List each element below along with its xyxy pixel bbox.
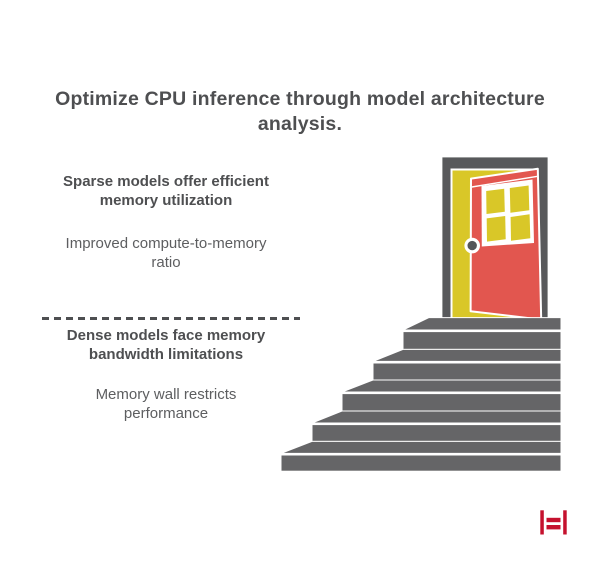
logo-equals-bottom-bar <box>546 525 561 530</box>
stair-riser-1 <box>402 331 562 350</box>
page-title: Optimize CPU inference through model arc… <box>30 87 570 137</box>
dense-models-heading: Dense models face memory bandwidth limit… <box>28 327 304 364</box>
dense-models-body-line-2: performance <box>123 404 209 422</box>
window-pane-top-right <box>509 185 530 213</box>
dense-models-body: Memory wall restricts performance <box>28 386 304 423</box>
dense-models-heading-line-1: Dense models face memory <box>66 327 266 344</box>
brand-logo-icon <box>540 510 567 535</box>
logo-left-bar <box>540 510 544 535</box>
page-title-line-1: Optimize CPU inference through model arc… <box>55 88 545 110</box>
door-edge-line <box>471 175 538 188</box>
window-pane-bottom-left <box>486 216 506 242</box>
sparse-models-body: Improved compute-to-memory ratio <box>28 235 304 272</box>
dashed-divider <box>42 317 300 320</box>
stair-riser-5 <box>280 454 562 472</box>
stair-tread-4 <box>311 410 562 424</box>
stair-riser-4 <box>311 424 562 442</box>
stair-tread-1 <box>402 317 562 331</box>
dense-models-body-line-1: Memory wall restricts <box>95 386 237 403</box>
sparse-models-body-line-1: Improved compute-to-memory <box>65 235 267 252</box>
page-title-line-2: analysis. <box>257 113 343 135</box>
stair-riser-2 <box>372 362 562 381</box>
door-knob-icon <box>467 240 477 251</box>
sparse-models-heading: Sparse models offer efficient memory uti… <box>28 173 304 210</box>
logo-right-bar <box>563 510 567 535</box>
logo-equals-top-bar <box>546 517 561 523</box>
door-stairs-illustration <box>280 156 562 472</box>
stair-tread-3 <box>341 379 562 393</box>
staircase <box>280 317 562 472</box>
window-pane-top-left <box>486 188 505 214</box>
dense-models-heading-line-2: bandwidth limitations <box>88 345 244 363</box>
stair-tread-2 <box>372 348 562 362</box>
sparse-models-heading-line-2: memory utilization <box>99 191 233 209</box>
stair-riser-3 <box>341 393 562 412</box>
sparse-models-body-line-2: ratio <box>151 253 181 271</box>
stair-tread-5 <box>280 440 562 454</box>
window-pane-bottom-right <box>510 214 531 241</box>
sparse-models-heading-line-1: Sparse models offer efficient <box>63 173 269 190</box>
